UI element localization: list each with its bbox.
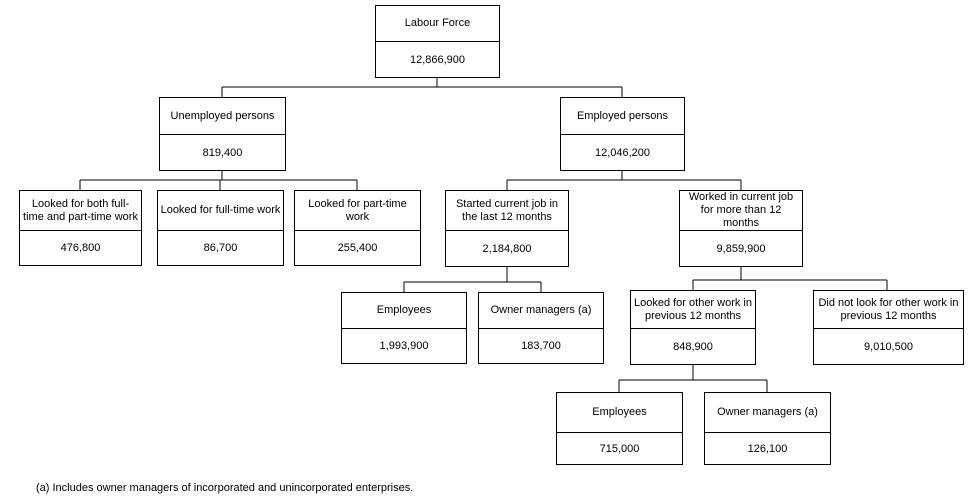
connector-looked-other	[618, 365, 768, 392]
node-label: Employees	[557, 393, 682, 433]
footnote: (a) Includes owner managers of incorpora…	[36, 482, 414, 494]
node-value: 9,010,500	[864, 340, 913, 353]
node-owner-managers-recent: Owner managers (a) 183,700	[478, 292, 604, 364]
connector-labour-force	[221, 78, 623, 97]
node-value: 819,400	[202, 146, 243, 159]
node-label: Worked in current job for more than 12 m…	[680, 191, 802, 231]
connector-worked	[692, 267, 888, 290]
node-labour-force: Labour Force 12,866,900	[375, 5, 500, 78]
node-looked-other-work: Looked for other work in previous 12 mon…	[630, 290, 756, 365]
node-label: Employed persons	[561, 98, 684, 135]
node-value: 848,900	[673, 340, 713, 353]
node-value: 2,184,800	[482, 242, 532, 255]
connector-started	[403, 267, 542, 292]
node-label: Did not look for other work in previous …	[814, 291, 963, 329]
node-label: Labour Force	[376, 6, 499, 42]
node-looked-full-time: Looked for full-time work 86,700	[157, 190, 284, 266]
node-looked-both: Looked for both full-time and part-time …	[19, 190, 142, 266]
node-value: 1,993,900	[379, 340, 429, 352]
node-value: 126,100	[747, 442, 788, 455]
node-value: 476,800	[60, 242, 101, 254]
node-value: 12,866,900	[409, 53, 466, 66]
node-label: Employees	[342, 293, 466, 329]
node-did-not-look-other-work: Did not look for other work in previous …	[813, 290, 964, 365]
node-value: 12,046,200	[594, 146, 651, 159]
node-started-current-job: Started current job in the last 12 month…	[445, 190, 569, 267]
node-value: 255,400	[337, 242, 378, 254]
node-label: Looked for other work in previous 12 mon…	[631, 291, 755, 329]
node-employees-other-work: Employees 715,000	[556, 392, 683, 465]
node-label: Unemployed persons	[160, 98, 285, 135]
node-label: Looked for full-time work	[158, 191, 283, 231]
node-label: Looked for both full-time and part-time …	[20, 191, 141, 231]
node-label: Looked for part-time work	[295, 191, 420, 231]
node-value: 9,859,900	[716, 242, 766, 255]
node-employees-recent: Employees 1,993,900	[341, 292, 467, 364]
node-value: 715,000	[599, 442, 640, 455]
connector-unemployed	[79, 171, 358, 190]
node-worked-current-job: Worked in current job for more than 12 m…	[679, 190, 803, 267]
node-label: Owner managers (a)	[479, 293, 603, 329]
node-value: 86,700	[203, 242, 238, 254]
node-looked-part-time: Looked for part-time work 255,400	[294, 190, 421, 266]
node-label: Owner managers (a)	[705, 393, 830, 433]
node-owner-managers-other-work: Owner managers (a) 126,100	[704, 392, 831, 465]
node-employed-persons: Employed persons 12,046,200	[560, 97, 685, 171]
node-label: Started current job in the last 12 month…	[446, 191, 568, 231]
connector-employed	[506, 171, 742, 190]
node-unemployed-persons: Unemployed persons 819,400	[159, 97, 286, 171]
node-value: 183,700	[521, 340, 561, 352]
